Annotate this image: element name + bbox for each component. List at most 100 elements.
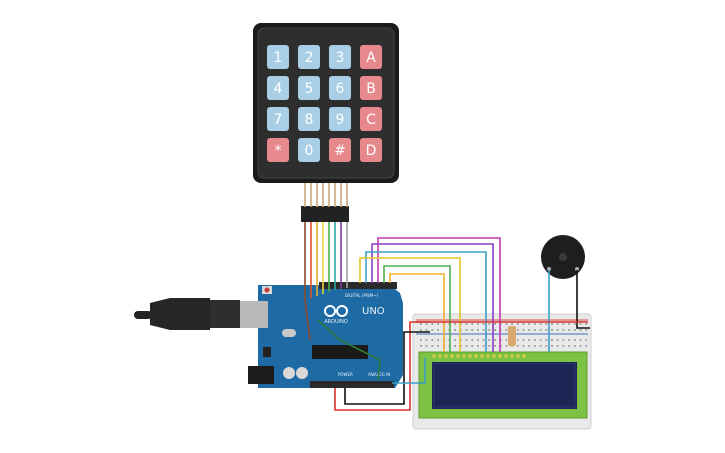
- key-C[interactable]: C: [360, 107, 382, 131]
- lcd-pin: [438, 354, 442, 358]
- buzzer-pin-plus: [575, 267, 579, 271]
- breadboard-hole: [420, 345, 422, 347]
- lcd-pin: [480, 354, 484, 358]
- breadboard-hole: [522, 323, 525, 325]
- breadboard-hole: [562, 345, 565, 347]
- breadboard-hole: [482, 329, 485, 331]
- lcd-pin: [474, 354, 478, 358]
- key-cap: [267, 76, 289, 100]
- breadboard-hole: [477, 345, 479, 347]
- breadboard-hole: [425, 323, 428, 325]
- lcd-pin: [432, 354, 436, 358]
- breadboard-hole: [579, 323, 582, 325]
- key-label: 8: [305, 112, 314, 128]
- ribbon-header: [301, 206, 349, 222]
- key-label: B: [366, 81, 376, 97]
- reset-button-cap: [264, 287, 270, 293]
- key-cap: [267, 138, 289, 162]
- breadboard-hole: [516, 339, 519, 341]
- key-#[interactable]: #: [329, 138, 351, 162]
- lcd-pin: [492, 354, 496, 358]
- breadboard-hole: [505, 323, 508, 325]
- arduino-logo: [324, 305, 348, 317]
- breadboard-hole: [534, 339, 536, 341]
- breadboard-hole: [437, 345, 439, 347]
- key-label: 5: [305, 81, 314, 97]
- key-label: D: [366, 143, 377, 159]
- breadboard-hole: [579, 345, 582, 347]
- breadboard-hole: [545, 329, 548, 331]
- breadboard-hole: [562, 329, 565, 331]
- breadboard-hole: [465, 339, 468, 341]
- breadboard-hole: [528, 345, 531, 347]
- key-label: 0: [305, 143, 314, 159]
- breadboard-hole: [420, 329, 422, 331]
- breadboard-hole: [437, 339, 439, 341]
- breadboard-hole: [539, 323, 542, 325]
- breadboard-hole: [534, 345, 536, 347]
- usb-port: [240, 301, 268, 328]
- key-7[interactable]: 7: [267, 107, 289, 131]
- breadboard-hole: [511, 323, 513, 325]
- key-5[interactable]: 5: [298, 76, 320, 100]
- breadboard-hole: [545, 339, 548, 341]
- key-cap: [360, 138, 382, 162]
- breadboard-hole: [425, 339, 428, 341]
- breadboard-hole: [488, 345, 491, 347]
- logo-right-loop: [336, 305, 348, 317]
- breadboard-hole: [465, 345, 468, 347]
- key-B[interactable]: B: [360, 76, 382, 100]
- lcd-screen: [432, 362, 577, 409]
- key-*[interactable]: *: [267, 138, 289, 162]
- breadboard-hole: [579, 329, 582, 331]
- breadboard-hole: [568, 329, 570, 331]
- lcd-pin: [516, 354, 520, 358]
- key-cap: [298, 76, 320, 100]
- breadboard-hole: [579, 339, 582, 341]
- breadboard-hole: [477, 339, 479, 341]
- breadboard-hole: [528, 339, 531, 341]
- breadboard-hole: [522, 339, 525, 341]
- key-4[interactable]: 4: [267, 76, 289, 100]
- lcd-pin: [498, 354, 502, 358]
- key-cap: [360, 107, 382, 131]
- breadboard-hole: [465, 329, 468, 331]
- breadboard-hole: [454, 329, 456, 331]
- breadboard-hole: [471, 323, 474, 325]
- key-8[interactable]: 8: [298, 107, 320, 131]
- piezo-buzzer[interactable]: [541, 235, 585, 279]
- wire-10: [365, 251, 487, 352]
- breadboard-hole: [482, 339, 485, 341]
- crystal-oscillator: [282, 329, 296, 337]
- key-6[interactable]: 6: [329, 76, 351, 100]
- usb-cable[interactable]: [134, 298, 268, 330]
- breadboard-hole: [585, 323, 588, 325]
- key-2[interactable]: 2: [298, 45, 320, 69]
- breadboard-hole: [420, 339, 422, 341]
- dc-power-jack[interactable]: [248, 366, 274, 384]
- breadboard-hole: [585, 345, 588, 347]
- lcd-pin: [504, 354, 508, 358]
- key-D[interactable]: D: [360, 138, 382, 162]
- key-0[interactable]: 0: [298, 138, 320, 162]
- breadboard-hole: [454, 323, 456, 325]
- breadboard-hole: [431, 339, 434, 341]
- breadboard-hole: [471, 329, 474, 331]
- key-A[interactable]: A: [360, 45, 382, 69]
- arduino-uno-board[interactable]: ARDUINO UNO DIGITAL (PWM~) POWER ANALOG …: [248, 282, 403, 388]
- key-9[interactable]: 9: [329, 107, 351, 131]
- breadboard-hole: [522, 329, 525, 331]
- key-cap: [360, 76, 382, 100]
- resistor[interactable]: [508, 326, 516, 346]
- lcd-pin: [456, 354, 460, 358]
- breadboard-hole: [477, 329, 479, 331]
- breadboard-hole: [534, 323, 536, 325]
- lcd-module[interactable]: [418, 351, 588, 419]
- wires: [304, 222, 590, 411]
- breadboard-hole: [477, 323, 479, 325]
- breadboard-hole: [505, 339, 508, 341]
- key-3[interactable]: 3: [329, 45, 351, 69]
- key-1[interactable]: 1: [267, 45, 289, 69]
- breadboard-hole: [528, 323, 531, 325]
